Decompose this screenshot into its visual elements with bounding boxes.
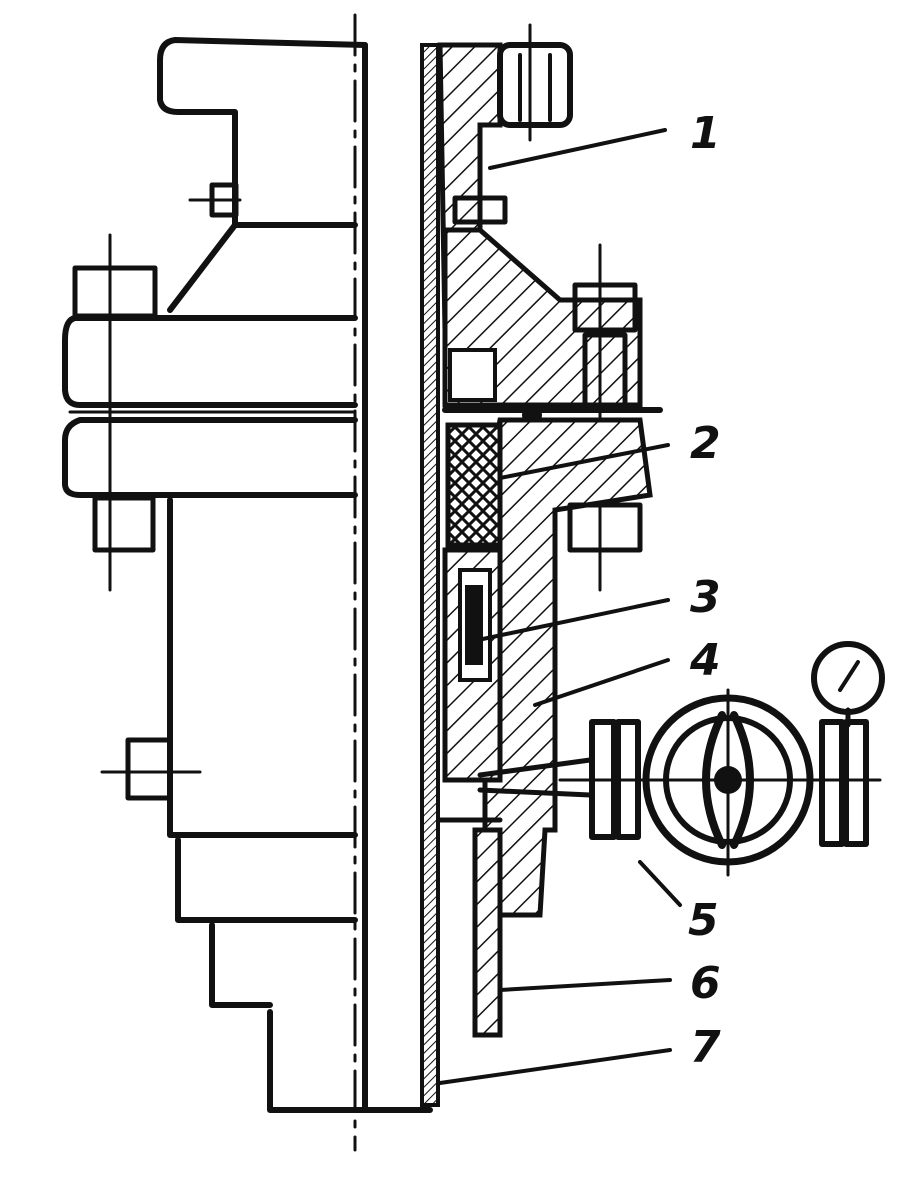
callout-5: 5 xyxy=(688,895,719,946)
callout-labels: 1 2 3 4 5 6 7 xyxy=(688,108,721,1073)
callout-6: 6 xyxy=(690,958,721,1009)
callout-4: 4 xyxy=(689,635,721,686)
callout-1: 1 xyxy=(690,108,721,159)
upper-housing xyxy=(157,37,368,313)
leader-lines xyxy=(438,128,682,1085)
section-right xyxy=(437,23,663,1038)
callout-3: 3 xyxy=(690,572,721,623)
callout-7: 7 xyxy=(690,1022,721,1073)
lower-housing xyxy=(100,497,433,1113)
central-tube xyxy=(362,42,440,1113)
main-flange-left xyxy=(62,233,358,592)
valve-handwheel xyxy=(558,641,885,877)
callout-2: 2 xyxy=(690,418,721,469)
